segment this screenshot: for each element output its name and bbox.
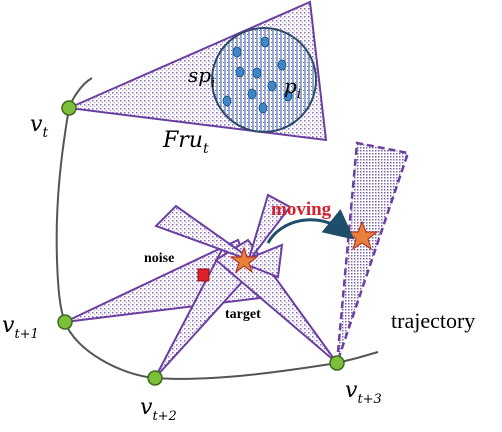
sample-point — [247, 88, 257, 100]
sample-point — [260, 36, 270, 48]
label-target: target — [225, 307, 261, 322]
sample-point — [232, 46, 242, 58]
sample-point — [283, 90, 293, 102]
sample-points — [222, 36, 293, 114]
label-v-t1: vt+1 — [2, 313, 39, 342]
label-sp: spi — [188, 63, 215, 91]
label-v-t3: vt+3 — [345, 378, 382, 407]
frustum-right — [237, 243, 284, 279]
sample-point — [222, 95, 232, 107]
label-trajectory: trajectory — [391, 308, 475, 333]
sample-point — [258, 102, 268, 114]
camera-node-v-t1 — [57, 314, 73, 330]
frustum-upper-left — [154, 204, 256, 263]
label-v-t: vt — [30, 112, 48, 141]
camera-node-v-t2 — [147, 370, 163, 386]
sample-point — [277, 59, 287, 71]
noise-square — [197, 268, 210, 282]
target-star — [229, 246, 259, 274]
label-frustum: Frut — [162, 128, 209, 157]
moving-arrow — [266, 209, 355, 244]
frustum-dashed — [335, 141, 410, 364]
label-v-t2: vt+2 — [140, 395, 177, 424]
label-noise: noise — [144, 251, 174, 266]
sample-point — [267, 80, 277, 92]
frustum-upper-right — [247, 193, 292, 263]
trajectory-curve — [55, 77, 379, 380]
sample-point — [252, 67, 262, 79]
sample-point — [235, 66, 245, 78]
camera-node-v-t3 — [329, 355, 345, 371]
label-moving: moving — [271, 199, 332, 220]
label-p: pi — [284, 74, 301, 102]
camera-node-v-t — [61, 100, 77, 116]
